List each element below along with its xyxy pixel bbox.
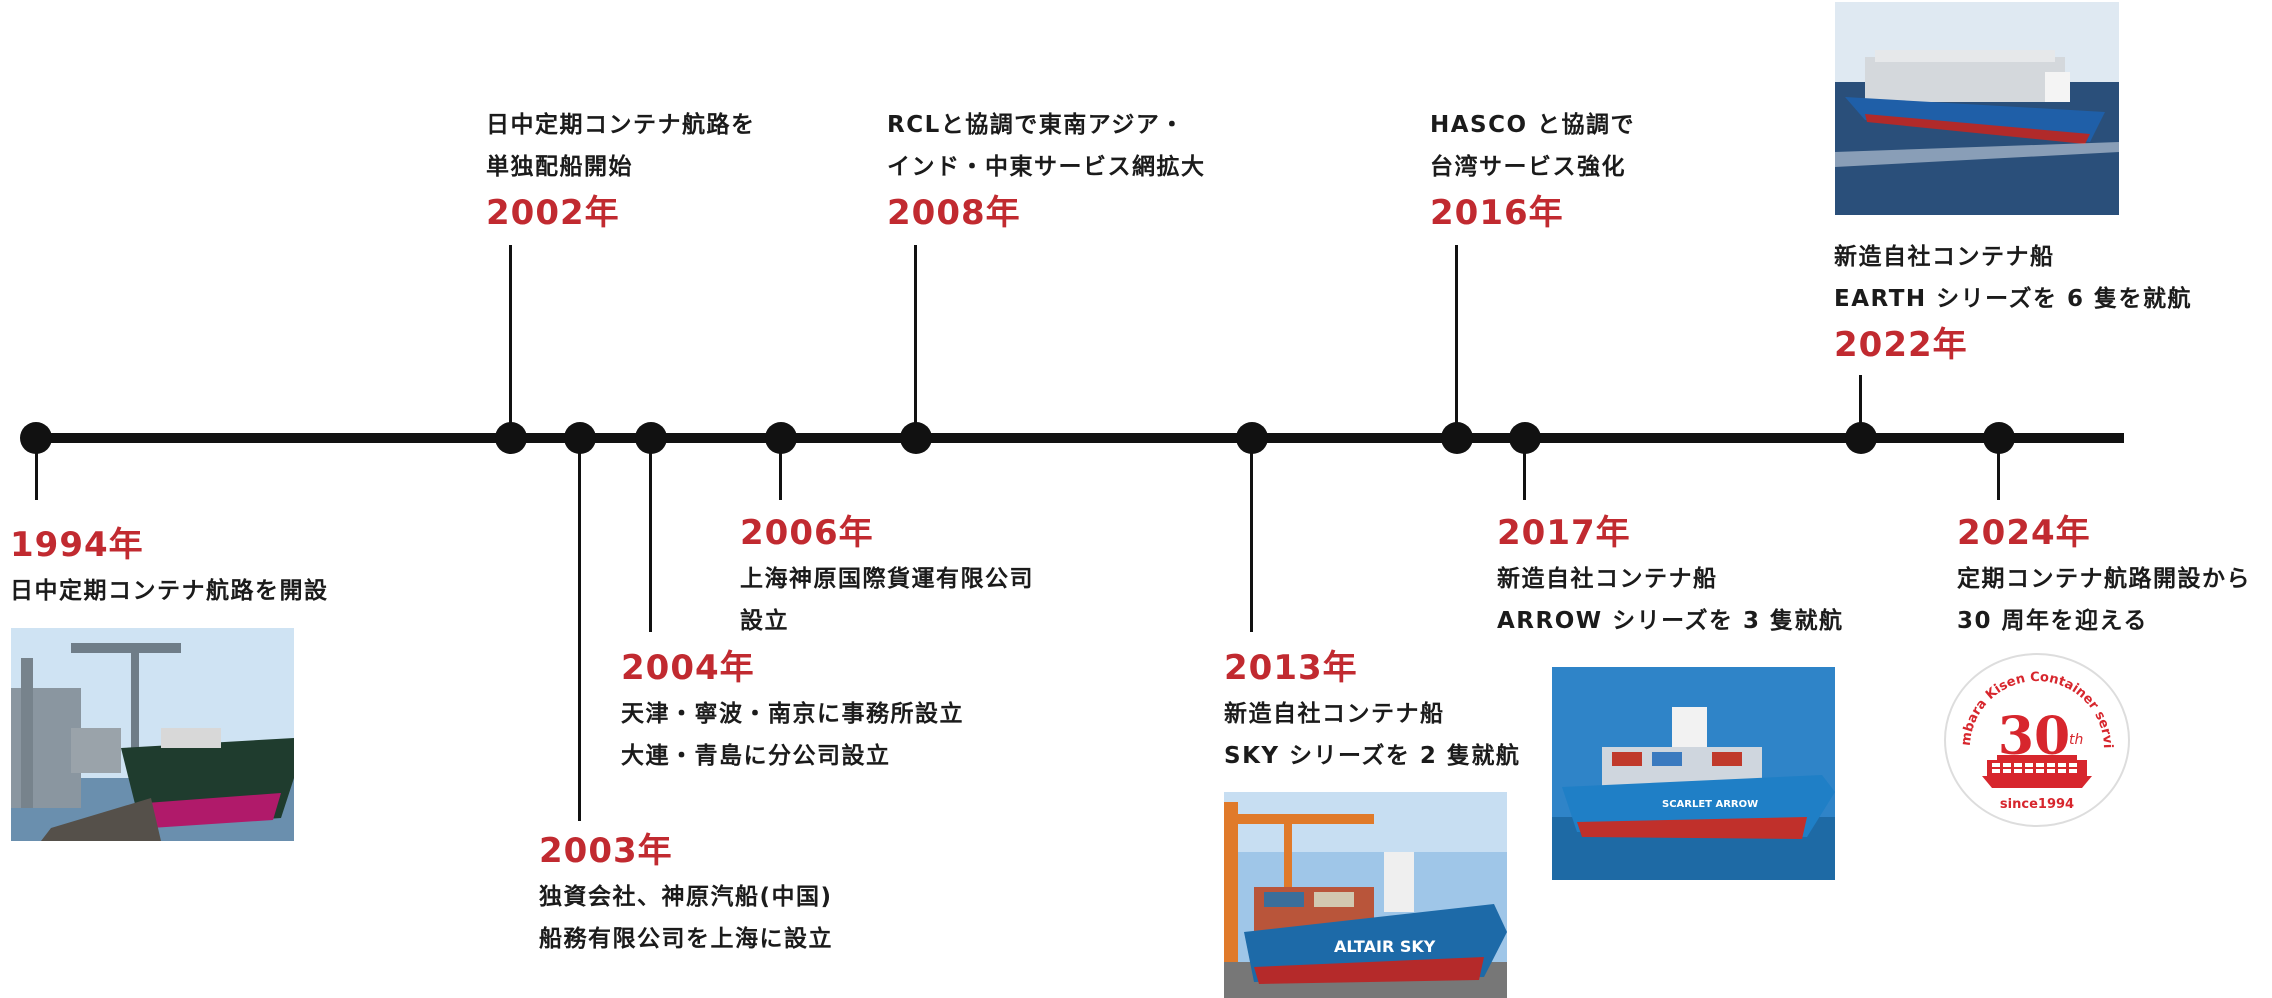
year-label: 2004年: [621, 648, 755, 688]
event-description: 定期コンテナ航路開設から: [1957, 566, 2251, 592]
year-label: 2006年: [740, 513, 874, 553]
year-label: 2013年: [1224, 648, 1358, 688]
svg-text:ALTAIR SKY: ALTAIR SKY: [1334, 937, 1436, 956]
year-label: 2008年: [887, 193, 1021, 233]
event-description: 台湾サービス強化: [1430, 154, 1626, 180]
event-2008: RCLと協調で東南アジア・ インド・中東サービス網拡大 2008年: [887, 104, 1206, 238]
svg-text:th: th: [2069, 732, 2083, 748]
event-2002: 日中定期コンテナ航路を 単独配船開始 2002年: [486, 104, 756, 238]
connector-2013: [1250, 438, 1253, 632]
event-2024: 2024年 定期コンテナ航路開設から 30 周年を迎える: [1957, 508, 2251, 642]
ship-photo-2017: SCARLET ARROW: [1552, 667, 1835, 880]
year-label: 2016年: [1430, 193, 1564, 233]
ship-photo-1994: [11, 628, 294, 841]
event-description: SKY シリーズを 2 隻就航: [1224, 743, 1521, 769]
event-description: 新造自社コンテナ船: [1497, 566, 1718, 592]
connector-2017: [1523, 438, 1526, 500]
connector-2003: [578, 438, 581, 821]
timeline-axis: [24, 433, 2124, 443]
event-description: EARTH シリーズを 6 隻を就航: [1834, 286, 2193, 312]
event-2003: 2003年 独資会社、神原汽船(中国) 船務有限公司を上海に設立: [539, 826, 833, 960]
event-description: HASCO と協調で: [1430, 112, 1636, 138]
event-2022: 新造自社コンテナ船 EARTH シリーズを 6 隻を就航 2022年: [1834, 236, 2192, 370]
event-description: ARROW シリーズを 3 隻就航: [1497, 608, 1844, 634]
event-description: 新造自社コンテナ船: [1834, 244, 2055, 270]
event-description: 日中定期コンテナ航路を: [486, 112, 756, 138]
year-label: 2017年: [1497, 513, 1631, 553]
connector-2022: [1859, 375, 1862, 438]
event-description: 日中定期コンテナ航路を開設: [10, 578, 329, 604]
event-1994: 1994年 日中定期コンテナ航路を開設: [10, 520, 329, 612]
year-label: 2024年: [1957, 513, 2091, 553]
event-description: 船務有限公司を上海に設立: [539, 926, 833, 952]
event-description: インド・中東サービス網拡大: [887, 154, 1206, 180]
event-2016: HASCO と協調で 台湾サービス強化 2016年: [1430, 104, 1635, 238]
event-description: 新造自社コンテナ船: [1224, 701, 1445, 727]
year-label: 2022年: [1834, 325, 1968, 365]
event-2017: 2017年 新造自社コンテナ船 ARROW シリーズを 3 隻就航: [1497, 508, 1844, 642]
connector-2004: [649, 438, 652, 632]
30th-anniversary-logo: Kambara Kisen Container service 30 th si…: [1937, 641, 2132, 828]
event-2013: 2013年 新造自社コンテナ船 SKY シリーズを 2 隻就航: [1224, 643, 1520, 777]
year-label: 1994年: [10, 525, 144, 565]
event-description: 単独配船開始: [486, 154, 633, 180]
year-label: 2003年: [539, 831, 673, 871]
event-description: RCLと協調で東南アジア・: [887, 112, 1185, 138]
connector-2006: [779, 438, 782, 500]
event-description: 独資会社、神原汽船(中国): [539, 884, 833, 910]
year-label: 2002年: [486, 193, 620, 233]
event-description: 設立: [740, 608, 789, 634]
ship-photo-2013: ALTAIR SKY: [1224, 792, 1507, 998]
event-description: 上海神原国際貨運有限公司: [740, 566, 1034, 592]
connector-2024: [1997, 438, 2000, 500]
ship-photo-2022: [1835, 2, 2119, 215]
event-description: 大連・青島に分公司設立: [621, 743, 891, 769]
connector-1994: [35, 438, 38, 500]
connector-2008: [914, 245, 917, 438]
svg-text:SCARLET ARROW: SCARLET ARROW: [1662, 799, 1758, 810]
event-2006: 2006年 上海神原国際貨運有限公司 設立: [740, 508, 1034, 642]
event-description: 天津・寧波・南京に事務所設立: [621, 701, 964, 727]
connector-2016: [1455, 245, 1458, 438]
connector-2002: [509, 245, 512, 438]
event-description: 30 周年を迎える: [1957, 608, 2148, 634]
svg-text:since1994: since1994: [2000, 797, 2074, 812]
event-2004: 2004年 天津・寧波・南京に事務所設立 大連・青島に分公司設立: [621, 643, 964, 777]
